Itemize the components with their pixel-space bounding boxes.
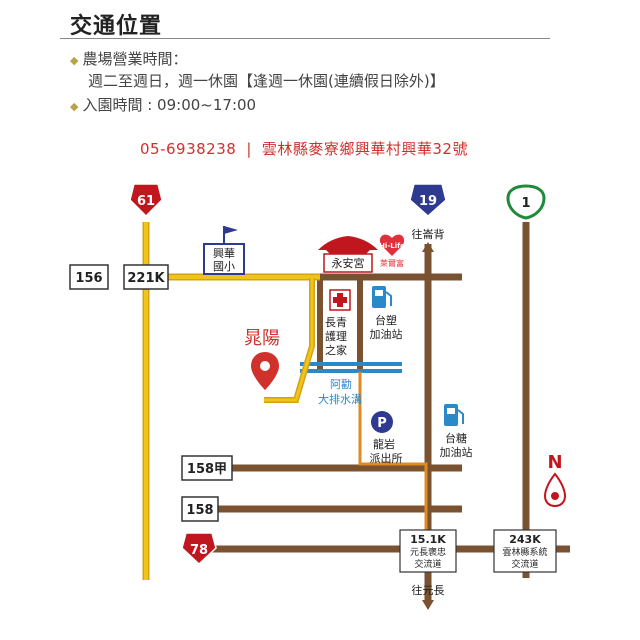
school-landmark: 興華 國小 (203, 226, 245, 275)
address: 雲林縣麥寮鄉興華村興華32號 (261, 140, 468, 158)
contact-line: 05-6938238 | 雲林縣麥寮鄉興華村興華32號 (140, 138, 468, 159)
svg-text:N: N (547, 452, 562, 473)
svg-text:台糖: 台糖 (445, 431, 467, 445)
route-label-221k: 221K (123, 264, 169, 290)
gas-station-taitang: 台糖 加油站 (440, 404, 473, 459)
svg-text:78: 78 (190, 543, 208, 558)
svg-text:萊爾富: 萊爾富 (380, 258, 404, 268)
route-label-158: 158 (181, 496, 219, 522)
svg-text:加油站: 加油站 (440, 445, 473, 459)
svg-text:P: P (377, 416, 387, 431)
hilife-landmark: Hi-Life 萊爾富 (379, 234, 405, 268)
gas-pump-icon (444, 404, 458, 426)
svg-text:護理: 護理 (325, 329, 347, 343)
svg-text:交流道: 交流道 (414, 558, 441, 570)
hilife-heart-icon (379, 234, 405, 256)
svg-text:61: 61 (137, 194, 155, 209)
svg-text:雲林縣系統: 雲林縣系統 (502, 546, 547, 558)
route-label-158jia: 158甲 (181, 455, 233, 481)
phone-number[interactable]: 05-6938238 (140, 140, 237, 158)
svg-text:派出所: 派出所 (370, 451, 403, 465)
svg-text:1: 1 (521, 196, 530, 211)
gas-pump-icon (372, 286, 386, 308)
svg-text:19: 19 (419, 194, 437, 209)
interchange-151k: 15.1K 元長褒忠 交流道 (399, 529, 457, 573)
svg-text:長青: 長青 (325, 316, 347, 329)
care-home-landmark: 長青 護理 之家 (325, 289, 351, 357)
police-icon (371, 411, 393, 433)
interchange-243k: 243K 雲林縣系統 交流道 (493, 529, 557, 573)
temple-roof-icon (318, 236, 378, 254)
entry-hours: ◆入園時間 : 09:00~17:00 (70, 96, 257, 114)
title-divider (60, 38, 550, 39)
police-station-landmark: P 龍岩 派出所 (370, 411, 403, 465)
svg-text:永安宮: 永安宮 (332, 256, 365, 270)
business-hours-detail: 週二至週日，週一休園【逢週一休園(連續假日除外)】 (88, 72, 445, 90)
diamond-bullet-icon: ◆ (70, 100, 79, 113)
route-shield-1: 1 (506, 184, 546, 220)
route-shield-78: 78 (181, 532, 217, 566)
svg-text:221K: 221K (127, 271, 165, 286)
svg-text:興華: 興華 (213, 247, 235, 260)
business-hours-label: ◆農場營業時間： (70, 50, 188, 68)
svg-text:15.1K: 15.1K (410, 533, 446, 546)
suggested-route (358, 372, 428, 536)
arrow-down-icon (422, 600, 434, 610)
gas-station-taisu: 台塑 加油站 (370, 286, 403, 341)
north-indicator: N (543, 452, 567, 508)
compass-icon (543, 472, 567, 508)
arrow-up-icon (422, 242, 434, 252)
ditch-label-2: 大排水溝 (318, 392, 362, 406)
contact-separator: | (246, 140, 252, 158)
route-label-156: 156 (69, 264, 109, 290)
page-title: 交通位置 (70, 14, 163, 39)
ditch-label-1: 阿勸 (330, 378, 352, 391)
svg-text:243K: 243K (509, 533, 541, 546)
svg-text:國小: 國小 (213, 260, 235, 273)
location-pin-icon[interactable] (251, 352, 279, 390)
svg-text:交流道: 交流道 (511, 558, 538, 570)
to-yuanchang-label: 往元長 (412, 583, 445, 597)
svg-text:Hi-Life: Hi-Life (379, 242, 405, 250)
svg-text:158甲: 158甲 (187, 462, 227, 477)
svg-text:元長褒忠: 元長褒忠 (410, 546, 446, 558)
flag-icon (224, 226, 238, 234)
diamond-bullet-icon: ◆ (70, 54, 79, 67)
temple-landmark: 永安宮 (318, 236, 378, 273)
svg-text:之家: 之家 (325, 343, 347, 357)
svg-text:加油站: 加油站 (370, 327, 403, 341)
route-shield-19: 19 (409, 183, 447, 218)
svg-text:台塑: 台塑 (375, 313, 397, 327)
svg-text:158: 158 (186, 503, 213, 518)
svg-text:156: 156 (75, 271, 102, 286)
svg-text:龍岩: 龍岩 (373, 437, 395, 451)
farm-label: 晁陽 (244, 328, 280, 349)
route-shield-61: 61 (129, 183, 163, 218)
to-lunbei-label: 往崙背 (412, 227, 445, 241)
